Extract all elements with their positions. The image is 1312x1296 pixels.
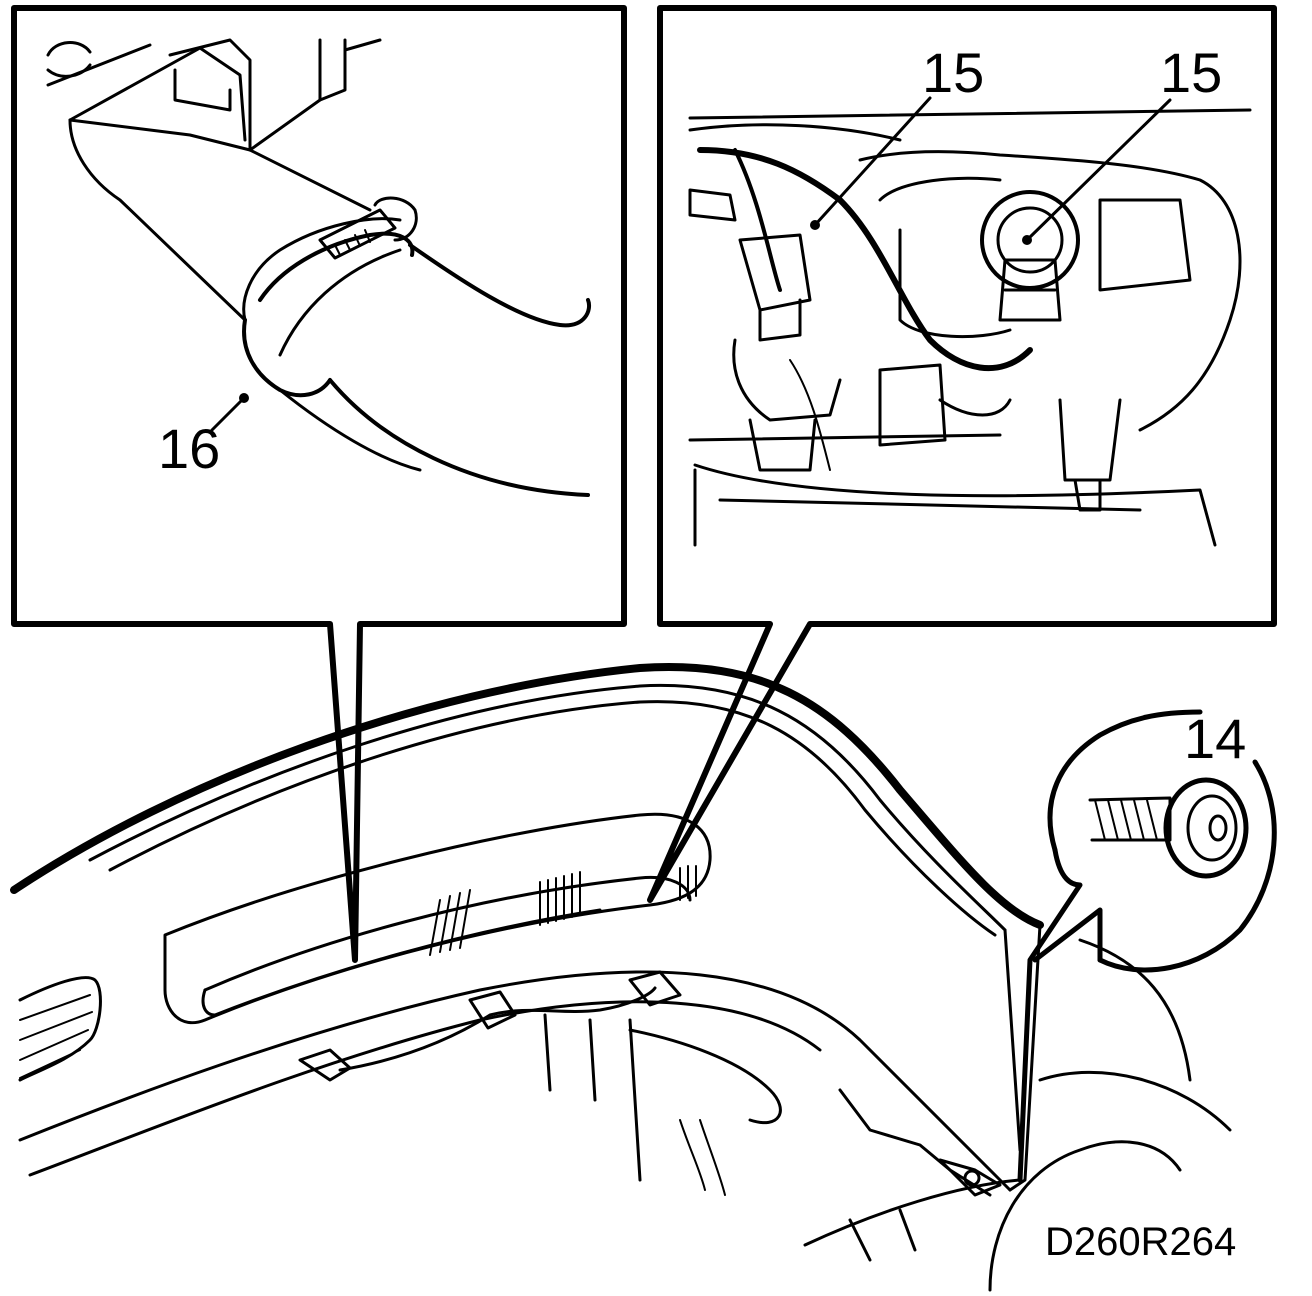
callout-leader-15b — [1025, 98, 1172, 242]
callout-dot-16 — [239, 393, 249, 403]
light-housing-detail — [46, 38, 591, 497]
callout-dot-15b — [1022, 235, 1032, 245]
underside-wiring — [298, 970, 1002, 1197]
callout-label-16: 16 — [158, 417, 220, 480]
callout-label-15a: 15 — [922, 41, 984, 104]
detail-box-right: 15 15 — [647, 5, 1277, 903]
detail-box-left: 16 — [11, 5, 627, 963]
callout-leader-15a — [813, 96, 932, 227]
callout-leader-16 — [210, 396, 246, 432]
lamp-connector-detail — [688, 108, 1252, 547]
left-grille — [18, 976, 102, 1082]
callout-label-15b: 15 — [1160, 41, 1222, 104]
screw-detail: 14 — [1017, 707, 1277, 1183]
figure-code: D260R264 — [1045, 1220, 1236, 1264]
handle-recess — [163, 812, 712, 1025]
callout-label-14: 14 — [1184, 707, 1246, 770]
callout-dot-15a — [810, 220, 820, 230]
main-view — [10, 663, 1232, 1292]
screw-icon — [1088, 777, 1249, 879]
